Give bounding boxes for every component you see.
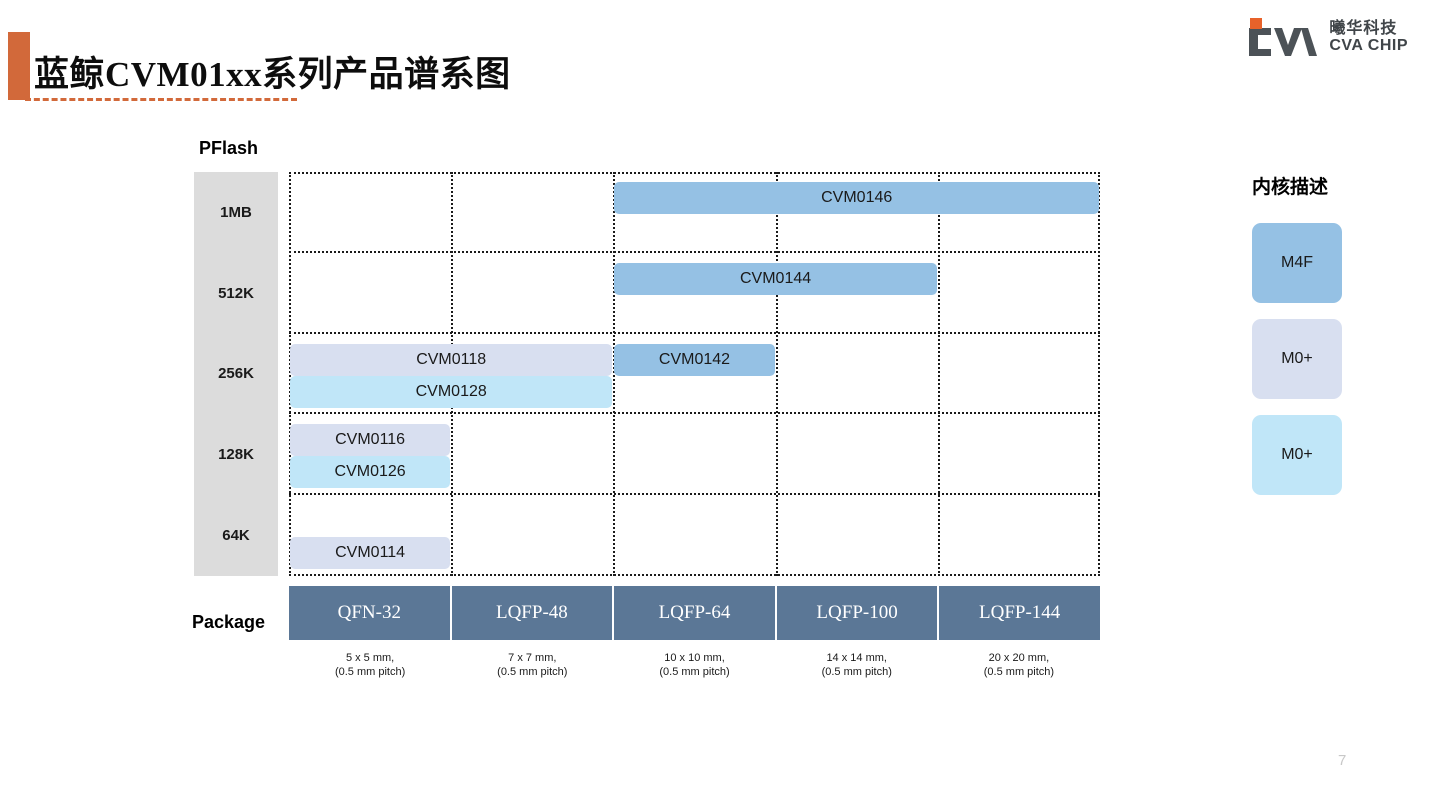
- logo-square-icon: [1250, 18, 1263, 29]
- package-cell[interactable]: LQFP-144: [939, 586, 1100, 640]
- package-dimension: 20 x 20 mm,(0.5 mm pitch): [938, 652, 1100, 692]
- cva-logo-icon: [1241, 18, 1319, 58]
- pflash-scale: 1MB 512K 256K 128K 64K: [194, 172, 278, 576]
- package-cell[interactable]: LQFP-64: [614, 586, 777, 640]
- product-bar[interactable]: CVM0146: [614, 182, 1099, 214]
- logo-name-en: CVA CHIP: [1329, 37, 1408, 54]
- package-cell[interactable]: QFN-32: [289, 586, 452, 640]
- package-dimension: 10 x 10 mm,(0.5 mm pitch): [613, 652, 775, 692]
- core-legend: 内核描述 M4F M0+ M0+: [1252, 172, 1372, 511]
- package-dimension-size: 14 x 14 mm,: [826, 652, 887, 664]
- legend-swatch: M4F: [1252, 223, 1342, 303]
- package-dimension: 7 x 7 mm,(0.5 mm pitch): [451, 652, 613, 692]
- logo-text: 曦华科技 CVA CHIP: [1329, 20, 1408, 55]
- product-bar[interactable]: CVM0142: [614, 343, 775, 376]
- product-bar[interactable]: CVM0128: [290, 375, 613, 408]
- package-dimension-size: 7 x 7 mm,: [508, 652, 557, 664]
- pflash-tick: 64K: [222, 527, 250, 545]
- package-dimensions-row: 5 x 5 mm,(0.5 mm pitch)7 x 7 mm,(0.5 mm …: [289, 652, 1100, 692]
- legend-items: M4F M0+ M0+: [1252, 223, 1372, 495]
- legend-title: 内核描述: [1252, 177, 1329, 198]
- pflash-tick: 128K: [218, 446, 254, 464]
- package-dimension-pitch: (0.5 mm pitch): [497, 665, 568, 678]
- package-dimension-pitch: (0.5 mm pitch): [659, 665, 730, 678]
- product-bar[interactable]: CVM0116: [290, 424, 451, 457]
- grid-row: [289, 172, 1100, 253]
- product-bar[interactable]: CVM0118: [290, 343, 613, 376]
- product-bar[interactable]: CVM0126: [290, 456, 451, 489]
- title-accent-bar: [8, 32, 30, 100]
- pflash-tick: 1MB: [220, 203, 252, 221]
- package-dimension-size: 20 x 20 mm,: [988, 652, 1050, 664]
- grid-row: [289, 253, 1100, 334]
- package-cell[interactable]: LQFP-100: [776, 586, 940, 640]
- grid-row: [289, 414, 1100, 496]
- pflash-tick: 512K: [218, 284, 254, 302]
- legend-swatch: M0+: [1252, 319, 1342, 399]
- package-dimension-pitch: (0.5 mm pitch): [983, 665, 1055, 678]
- page-number: 7: [1338, 752, 1347, 769]
- package-cell[interactable]: LQFP-48: [451, 586, 615, 640]
- legend-swatch: M0+: [1252, 415, 1342, 495]
- package-dimension-pitch: (0.5 mm pitch): [821, 665, 892, 678]
- product-bar[interactable]: CVM0114: [290, 537, 451, 570]
- logo-name-cn: 曦华科技: [1329, 20, 1398, 38]
- grid-row: [289, 495, 1100, 576]
- package-dimension-size: 10 x 10 mm,: [664, 652, 725, 664]
- title-divider: [25, 98, 297, 101]
- grid-column-line: [775, 172, 778, 576]
- brand-logo: 曦华科技 CVA CHIP: [1241, 18, 1408, 58]
- product-bar[interactable]: CVM0144: [614, 262, 937, 295]
- page-title: 蓝鲸CVM01xx系列产品谱系图: [34, 55, 511, 94]
- grid-row: [289, 334, 1100, 415]
- package-dimension-size: 5 x 5 mm,: [345, 652, 395, 664]
- pflash-axis-label: PFlash: [199, 138, 259, 158]
- package-axis-label: Package: [192, 612, 266, 632]
- package-dimension: 14 x 14 mm,(0.5 mm pitch): [776, 652, 938, 692]
- grid-column-line: [937, 172, 940, 576]
- grid-column-line: [1098, 172, 1100, 576]
- package-dimension-pitch: (0.5 mm pitch): [334, 665, 406, 678]
- package-dimension: 5 x 5 mm,(0.5 mm pitch): [289, 652, 451, 692]
- pflash-tick: 256K: [218, 365, 254, 383]
